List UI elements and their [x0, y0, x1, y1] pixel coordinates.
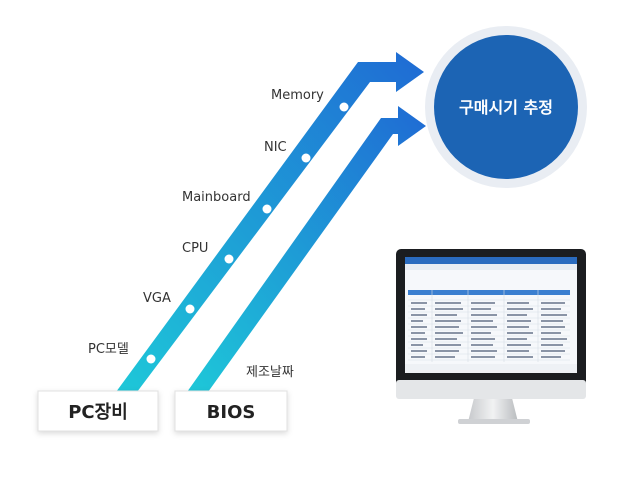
monitor-illustration [396, 249, 586, 424]
step-dot [262, 204, 272, 214]
step-label-pc-model: PC모델 [88, 342, 129, 357]
target-label: 구매시기 추정 [459, 98, 553, 117]
step-dots [146, 102, 349, 364]
step-label-cpu: CPU [182, 241, 208, 256]
target-circle [425, 26, 587, 188]
step-label-mainboard: Mainboard [182, 190, 251, 205]
source-box-pc-equipment [37, 390, 159, 432]
step-dot [301, 153, 311, 163]
step-dot [224, 254, 234, 264]
step-dot [339, 102, 349, 112]
source-box-bios [174, 390, 288, 432]
arrow-bios [187, 106, 426, 392]
step-label-nic: NIC [264, 140, 287, 155]
arrow-pc-equipment [116, 52, 424, 392]
step-dot [185, 304, 195, 314]
source-label-bios: BIOS [207, 402, 256, 423]
source-label-pc-equipment: PC장비 [68, 402, 128, 423]
step-dot [146, 354, 156, 364]
step-label-memory: Memory [271, 88, 324, 103]
step-label-manufacture-date: 제조날짜 [246, 365, 294, 380]
step-label-vga: VGA [143, 291, 171, 306]
